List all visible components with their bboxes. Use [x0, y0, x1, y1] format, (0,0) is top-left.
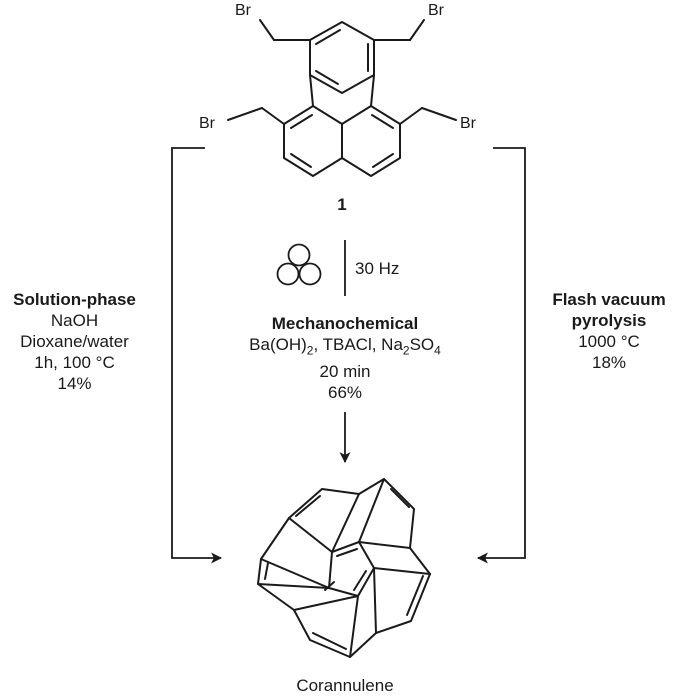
condition-line: 1000 °C — [578, 332, 640, 351]
solution-phase-conditions: Solution-phase NaOH Dioxane/water 1h, 10… — [0, 289, 152, 394]
ch2br-bond — [259, 19, 275, 41]
bromine-label: Br — [428, 2, 444, 19]
naphthalene-left-ring — [283, 105, 343, 177]
bromine-label: Br — [460, 115, 476, 132]
route-title: pyrolysis — [571, 311, 647, 330]
ch2br-bond — [421, 107, 457, 121]
left-route-arrow — [171, 147, 223, 564]
ch2br-bond — [409, 19, 425, 41]
ball-mill-icon — [276, 243, 322, 286]
condition-line: NaOH — [50, 311, 99, 330]
condition-line: 20 min — [319, 362, 371, 382]
route-title: Solution-phase — [13, 290, 136, 309]
bromine-label: Br — [199, 115, 215, 132]
mechanochemical-conditions: Mechanochemical Ba(OH)2, TBACl, Na2SO4 2… — [215, 313, 475, 403]
bromine-label: Br — [235, 2, 251, 19]
frequency-label: 30 Hz — [355, 259, 400, 278]
route-title: Mechanochemical — [271, 314, 419, 333]
product-structure — [257, 478, 431, 658]
ch2br-bond — [261, 107, 285, 125]
right-route-arrow — [476, 147, 526, 564]
reactant-structure — [227, 19, 457, 177]
product-name: Corannulene — [296, 676, 394, 695]
condition-line: 66% — [327, 383, 363, 403]
ch2br-bond — [399, 107, 423, 125]
condition-line: Dioxane/water — [20, 332, 129, 351]
compound-number: 1 — [337, 195, 347, 214]
route-title: Flash vacuum — [552, 290, 666, 309]
corannulene-hub — [328, 541, 375, 597]
condition-line: 1h, 100 °C — [34, 353, 115, 372]
top-benzene-ring — [309, 21, 375, 94]
route-arrows — [171, 147, 526, 564]
condition-line: 14% — [57, 374, 92, 393]
condition-line: 18% — [591, 353, 627, 372]
ch2br-bond — [227, 107, 263, 121]
reagents-line: Ba(OH)2, TBACl, Na2SO4 — [249, 335, 441, 358]
corannulene-rim — [257, 478, 431, 658]
fvp-conditions: Flash vacuum pyrolysis 1000 °C 18% — [533, 289, 685, 373]
naphthalene-right-ring — [341, 105, 401, 177]
